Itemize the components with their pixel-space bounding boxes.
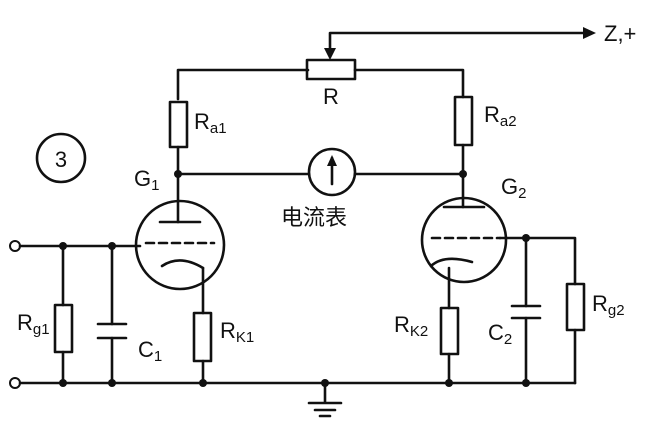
junction-dot bbox=[199, 379, 207, 387]
label-g1: G1 bbox=[134, 166, 159, 194]
supply-label: Z,+ bbox=[604, 21, 636, 46]
junction-dot bbox=[321, 379, 329, 387]
junction-dot bbox=[174, 170, 182, 178]
label-pot-r: R bbox=[323, 84, 339, 109]
label-c1: C1 bbox=[138, 337, 162, 365]
ammeter-needle-arrow bbox=[327, 155, 337, 166]
tube-envelope bbox=[134, 199, 226, 291]
vacuum-tube-g1 bbox=[134, 199, 226, 291]
ammeter-label: 电流表 bbox=[281, 206, 347, 231]
top-rail-wire bbox=[176, 68, 310, 101]
resistor-rg1 bbox=[53, 303, 74, 354]
junction-dot bbox=[459, 170, 467, 178]
resistor-rk1 bbox=[192, 311, 213, 363]
junction-dot bbox=[59, 379, 67, 387]
potentiometer-r bbox=[305, 58, 357, 81]
tube-cathode bbox=[429, 257, 474, 268]
resistor-rk2 bbox=[439, 306, 460, 356]
label-ra2: Ra2 bbox=[484, 102, 517, 130]
junction-dot bbox=[59, 242, 67, 250]
junction-dot bbox=[108, 379, 116, 387]
tube-cathode bbox=[160, 259, 205, 270]
grid2-wire bbox=[498, 236, 577, 286]
label-g2: G2 bbox=[501, 174, 526, 202]
label-c2: C2 bbox=[488, 320, 512, 348]
junction-dot bbox=[522, 379, 530, 387]
input-terminal-bottom bbox=[9, 377, 21, 389]
vacuum-tube-g2 bbox=[420, 196, 508, 284]
input-terminal-top bbox=[9, 240, 21, 252]
tube-envelope bbox=[420, 196, 508, 284]
label-rg2: Rg2 bbox=[592, 291, 625, 319]
supply-arrow bbox=[583, 27, 596, 39]
figure-number: 3 bbox=[55, 147, 67, 172]
wiper-arrow bbox=[324, 48, 336, 60]
top-rail-wire-right bbox=[353, 68, 465, 99]
label-ra1: Ra1 bbox=[194, 109, 227, 137]
ammeter-symbol bbox=[307, 147, 357, 197]
resistor-ra2 bbox=[453, 95, 474, 147]
label-rk1: RK1 bbox=[220, 318, 254, 346]
wiper-wire bbox=[328, 31, 587, 58]
resistor-ra1 bbox=[168, 100, 189, 149]
label-rk2: RK2 bbox=[394, 312, 428, 340]
resistor-rg2 bbox=[565, 282, 586, 332]
label-rg1: Rg1 bbox=[17, 310, 50, 338]
junction-dot bbox=[522, 234, 530, 242]
junction-dot bbox=[445, 379, 453, 387]
figure-number-circle bbox=[35, 132, 87, 184]
junction-dot bbox=[108, 242, 116, 250]
